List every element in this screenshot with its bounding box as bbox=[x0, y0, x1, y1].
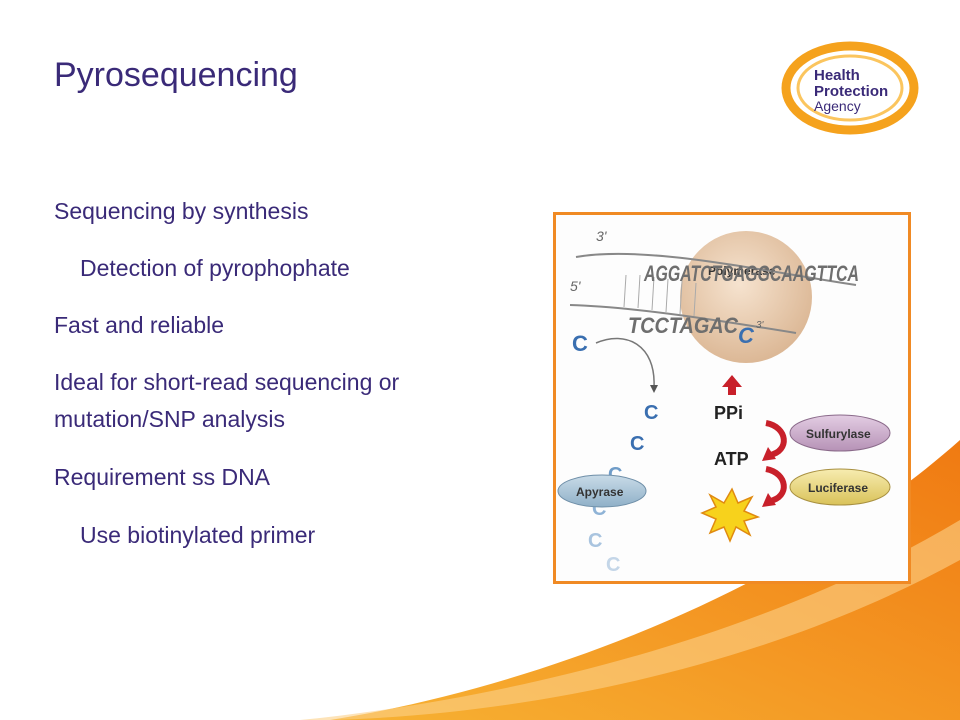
logo-line3: Agency bbox=[814, 98, 861, 114]
pyrosequencing-diagram: Polymerase 3' 5' AGGATCTGAGGCAAGTTCA TCC… bbox=[553, 212, 911, 584]
luciferase-label: Luciferase bbox=[808, 481, 868, 495]
apyrase-enzyme bbox=[557, 474, 647, 508]
strand-5-label: 5' bbox=[570, 278, 582, 294]
sulfurylase-enzyme bbox=[789, 414, 891, 452]
incoming-nucleotide-c: C bbox=[572, 331, 588, 356]
added-base: C bbox=[738, 323, 755, 348]
slide-title: Pyrosequencing bbox=[54, 56, 298, 94]
nucleotide-c-6: C bbox=[606, 554, 620, 576]
light-burst-icon bbox=[700, 487, 761, 543]
bullet-ideal-short-read: Ideal for short-read sequencing or bbox=[54, 369, 400, 395]
nucleotide-c-1: C bbox=[644, 402, 658, 424]
health-protection-agency-logo: Health Protection Agency bbox=[780, 38, 930, 138]
bullet-detection-pyrophosphate: Detection of pyrophophate bbox=[80, 255, 350, 281]
bullet-fast-reliable: Fast and reliable bbox=[54, 312, 225, 338]
bullet-mutation-snp: mutation/SNP analysis bbox=[54, 406, 285, 432]
bullet-sequencing-by-synthesis: Sequencing by synthesis bbox=[54, 198, 309, 224]
strand-3-right-label: 3' bbox=[756, 320, 765, 331]
bullet-requirement-ssdna: Requirement ss DNA bbox=[54, 464, 271, 490]
primer-sequence: TCCTAGAC bbox=[628, 313, 739, 338]
luciferase-enzyme bbox=[789, 468, 891, 506]
template-sequence: AGGATCTGAGGCAAGTTCA bbox=[643, 261, 859, 286]
logo-line1: Health bbox=[814, 67, 860, 84]
ppi-label: PPi bbox=[714, 403, 743, 423]
apyrase-label: Apyrase bbox=[576, 485, 624, 499]
atp-label: ATP bbox=[714, 449, 749, 469]
bullet-biotinylated-primer: Use biotinylated primer bbox=[80, 522, 316, 548]
logo-line2: Protection bbox=[814, 83, 888, 100]
polymerase-label: Polymerase bbox=[708, 264, 776, 278]
strand-3-label: 3' bbox=[596, 228, 608, 244]
sulfurylase-label: Sulfurylase bbox=[806, 427, 871, 441]
nucleotide-c-2: C bbox=[630, 433, 644, 455]
nucleotide-c-5: C bbox=[588, 530, 602, 552]
